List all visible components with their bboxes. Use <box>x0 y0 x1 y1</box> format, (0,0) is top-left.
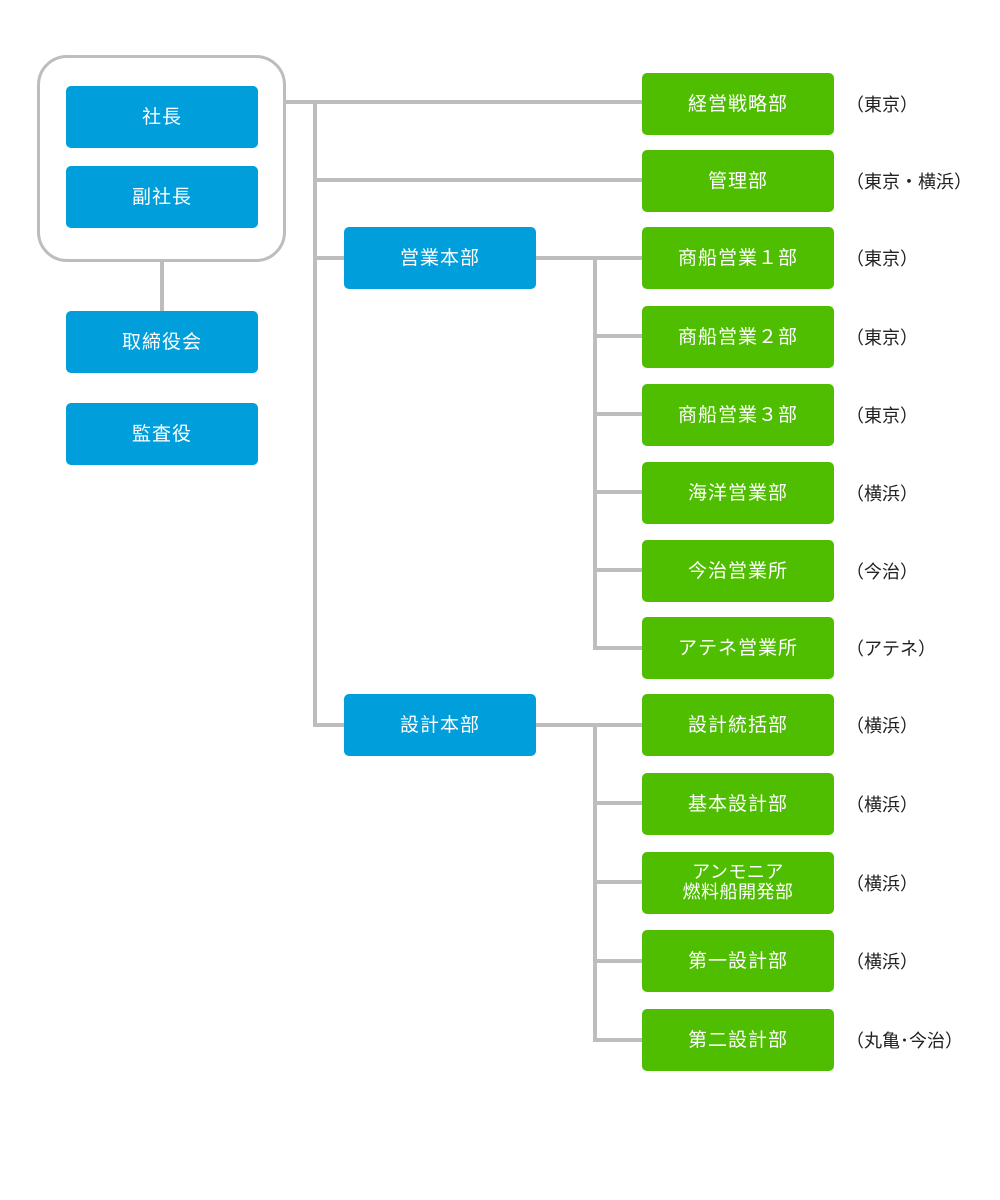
dept-location: （アテネ） <box>846 639 936 660</box>
dept-location: （東京） <box>846 95 918 116</box>
dept-label: 基本設計部 <box>687 792 788 815</box>
sales-hq-box: 営業本部 <box>344 227 536 289</box>
dept-label: 商船営業３部 <box>677 403 798 426</box>
vice-president-label: 副社長 <box>131 185 192 208</box>
dept-label: 設計統括部 <box>687 713 788 736</box>
design-hq-label: 設計本部 <box>399 713 480 736</box>
vice-president-box: 副社長 <box>66 166 258 228</box>
auditor-label: 監査役 <box>131 422 192 445</box>
dept-box-athens-office: アテネ営業所 <box>642 617 834 679</box>
dept-location: （東京） <box>846 328 918 349</box>
dept-box-merchant-sales-3: 商船営業３部 <box>642 384 834 446</box>
dept-box-imabari-office: 今治営業所 <box>642 540 834 602</box>
dept-box-corporate-strategy: 経営戦略部 <box>642 73 834 135</box>
dept-label: アテネ営業所 <box>677 636 798 659</box>
dept-box-ammonia-fuel-ship-development: アンモニア 燃料船開発部 <box>642 852 834 914</box>
board-label: 取締役会 <box>121 330 202 353</box>
dept-box-basic-design: 基本設計部 <box>642 773 834 835</box>
dept-label: 経営戦略部 <box>687 92 788 115</box>
dept-label: 商船営業１部 <box>677 246 798 269</box>
dept-location: （東京・横浜） <box>846 172 972 193</box>
dept-location: （丸亀･今治） <box>846 1031 963 1052</box>
dept-label: 海洋営業部 <box>687 481 788 504</box>
auditor-box: 監査役 <box>66 403 258 465</box>
dept-location: （横浜） <box>846 874 918 895</box>
dept-label: 管理部 <box>707 169 768 192</box>
dept-box-offshore-sales: 海洋営業部 <box>642 462 834 524</box>
design-hq-box: 設計本部 <box>344 694 536 756</box>
dept-label: 今治営業所 <box>687 559 788 582</box>
president-label: 社長 <box>141 105 182 128</box>
dept-label: 第一設計部 <box>687 949 788 972</box>
president-box: 社長 <box>66 86 258 148</box>
dept-location: （横浜） <box>846 795 918 816</box>
connector-group <box>160 100 644 1042</box>
dept-location: （横浜） <box>846 484 918 505</box>
dept-location: （東京） <box>846 249 918 270</box>
board-of-directors-box: 取締役会 <box>66 311 258 373</box>
dept-location: （横浜） <box>846 952 918 973</box>
dept-location: （今治） <box>846 562 918 583</box>
dept-box-merchant-sales-2: 商船営業２部 <box>642 306 834 368</box>
dept-label: 商船営業２部 <box>677 325 798 348</box>
dept-label: アンモニア 燃料船開発部 <box>682 862 794 903</box>
dept-location: （東京） <box>846 406 918 427</box>
dept-box-design-2: 第二設計部 <box>642 1009 834 1071</box>
dept-box-administration: 管理部 <box>642 150 834 212</box>
executive-group-frame <box>37 55 286 262</box>
dept-box-merchant-sales-1: 商船営業１部 <box>642 227 834 289</box>
dept-box-design-management: 設計統括部 <box>642 694 834 756</box>
dept-label: 第二設計部 <box>687 1028 788 1051</box>
dept-location: （横浜） <box>846 716 918 737</box>
sales-hq-label: 営業本部 <box>399 246 480 269</box>
dept-box-design-1: 第一設計部 <box>642 930 834 992</box>
